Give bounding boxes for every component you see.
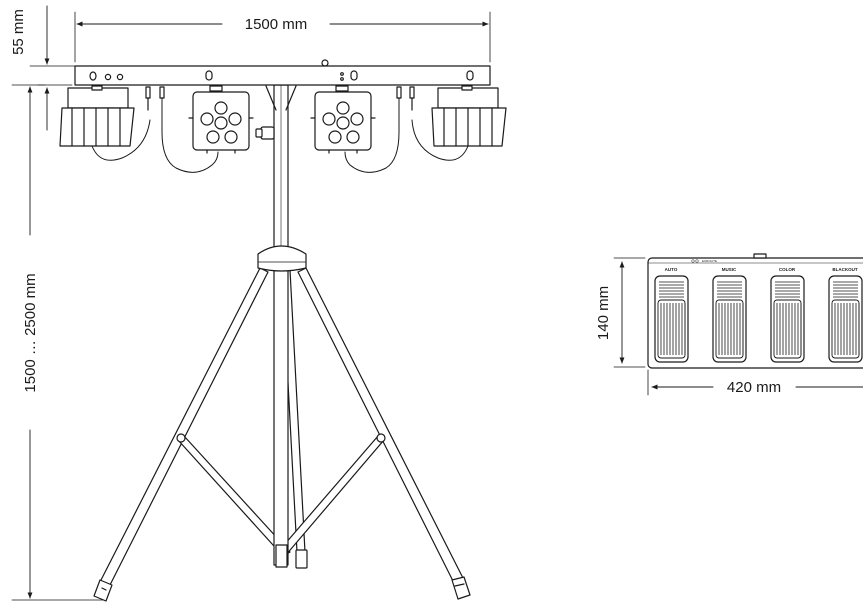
bar-height-dimension [29, 5, 76, 131]
footswitch-width-label: 420 mm [727, 379, 781, 396]
bar-light-left [59, 85, 151, 161]
pedal-label: AUTO [665, 267, 678, 272]
pedal-pad [773, 299, 802, 359]
power-cables [145, 86, 415, 173]
tripod [93, 267, 471, 602]
spot-light-right [310, 85, 376, 154]
pedal-color: COLOR [770, 267, 805, 363]
t-bar [74, 59, 491, 86]
pedal-pad [715, 299, 744, 359]
pedal-music: MUSIC [712, 267, 747, 363]
pedal-auto: AUTO [654, 267, 689, 363]
bar-width-label: 1500 mm [245, 16, 308, 33]
bar-height-label: 55 mm [10, 9, 27, 55]
footswitch-width-dimension [647, 369, 863, 396]
footswitch-brand: EUROLITE [702, 259, 717, 263]
bar-light-right [411, 85, 507, 161]
footswitch-pedals: AUTO MUSIC COLOR BLACKOUT [654, 267, 863, 363]
pedal-pad [657, 299, 686, 359]
pedal-label: MUSIC [722, 267, 737, 272]
footswitch-height-label: 140 mm [595, 286, 612, 340]
tripod-foot-left [93, 579, 113, 602]
tripod-foot-right [451, 576, 471, 600]
footswitch-height-dimension [613, 257, 646, 368]
pedal-label: COLOR [779, 267, 796, 272]
stand-height-label: 1500 … 2500 mm [22, 273, 39, 392]
bar-width-dimension [74, 11, 491, 63]
pedal-blackout: BLACKOUT [828, 267, 863, 363]
footswitch [647, 253, 863, 369]
pedal-pad [831, 299, 860, 359]
spot-light-left [188, 85, 254, 154]
pedal-label: BLACKOUT [832, 267, 857, 272]
stand-height-dimension [11, 84, 106, 601]
